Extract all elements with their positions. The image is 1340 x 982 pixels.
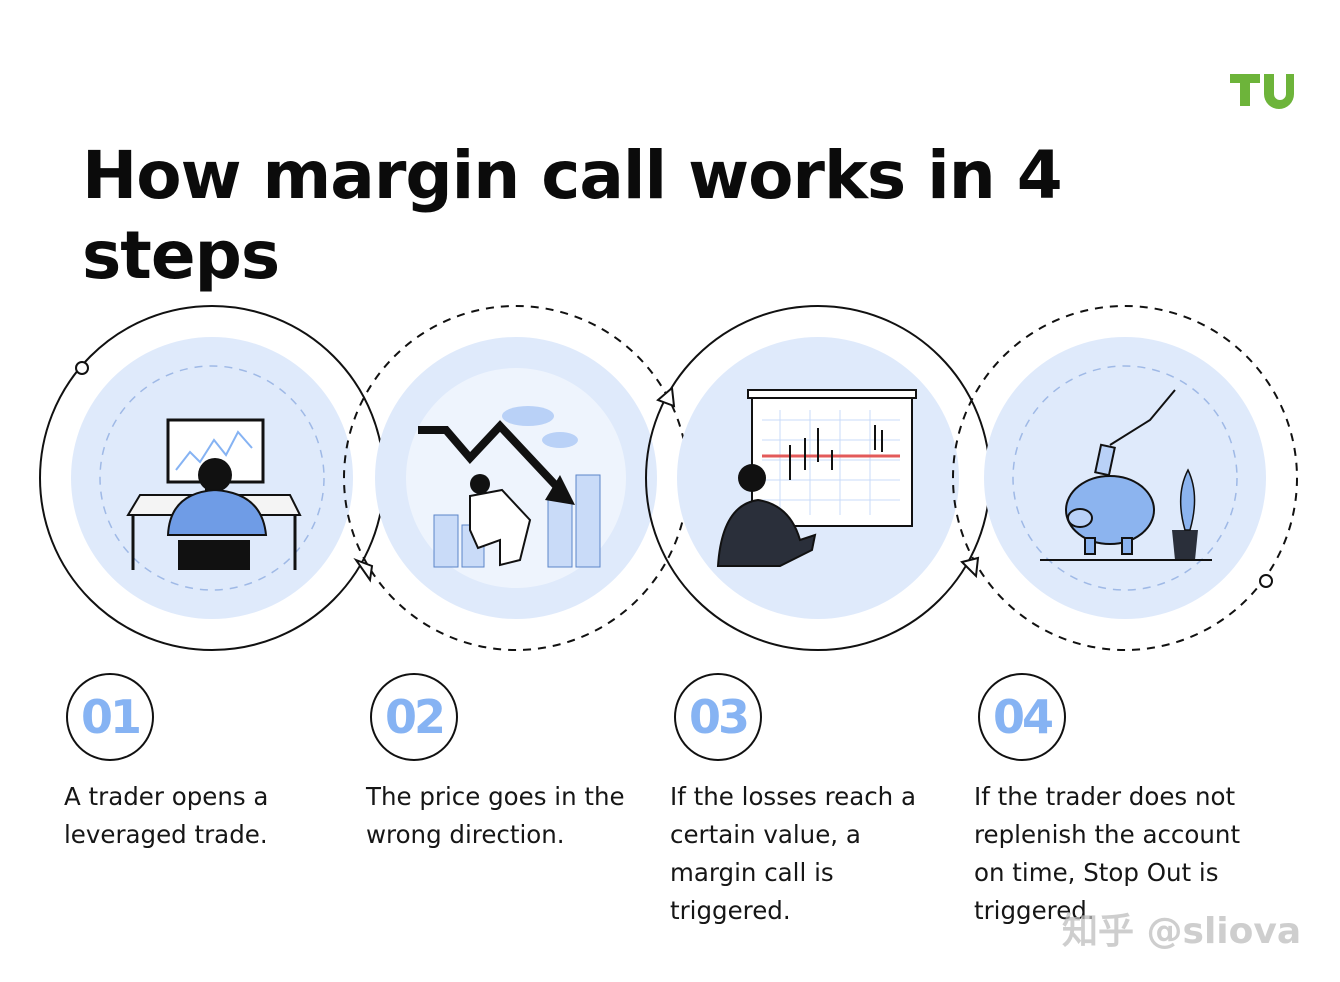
step-number-3: 03 bbox=[674, 673, 762, 761]
chart-presentation-icon bbox=[716, 389, 917, 567]
step-1-illustration bbox=[39, 305, 385, 651]
step-text-1: A trader opens a leveraged trade. bbox=[64, 782, 269, 849]
falling-price-arrow-icon bbox=[406, 368, 626, 588]
brand-logo bbox=[1230, 74, 1294, 109]
step-text-3: If the losses reach a certain value, a m… bbox=[670, 782, 917, 925]
step-2-illustration bbox=[343, 305, 689, 651]
step-text-2: The price goes in the wrong direction. bbox=[366, 782, 625, 849]
trader-at-computer-icon bbox=[126, 418, 302, 570]
step-3-illustration bbox=[645, 305, 991, 651]
page-title: How margin call works in 4 steps bbox=[82, 137, 1063, 295]
step-4-illustration bbox=[952, 305, 1298, 651]
piggy-bank-icon bbox=[1040, 389, 1212, 561]
step-text-4: If the trader does not replenish the acc… bbox=[974, 782, 1241, 925]
step-number-1: 01 bbox=[66, 673, 154, 761]
steps-illustration bbox=[39, 305, 1298, 651]
step-number-4: 04 bbox=[978, 673, 1066, 761]
watermark: 知乎 @sliova bbox=[1062, 911, 1302, 952]
step-number-2: 02 bbox=[370, 673, 458, 761]
